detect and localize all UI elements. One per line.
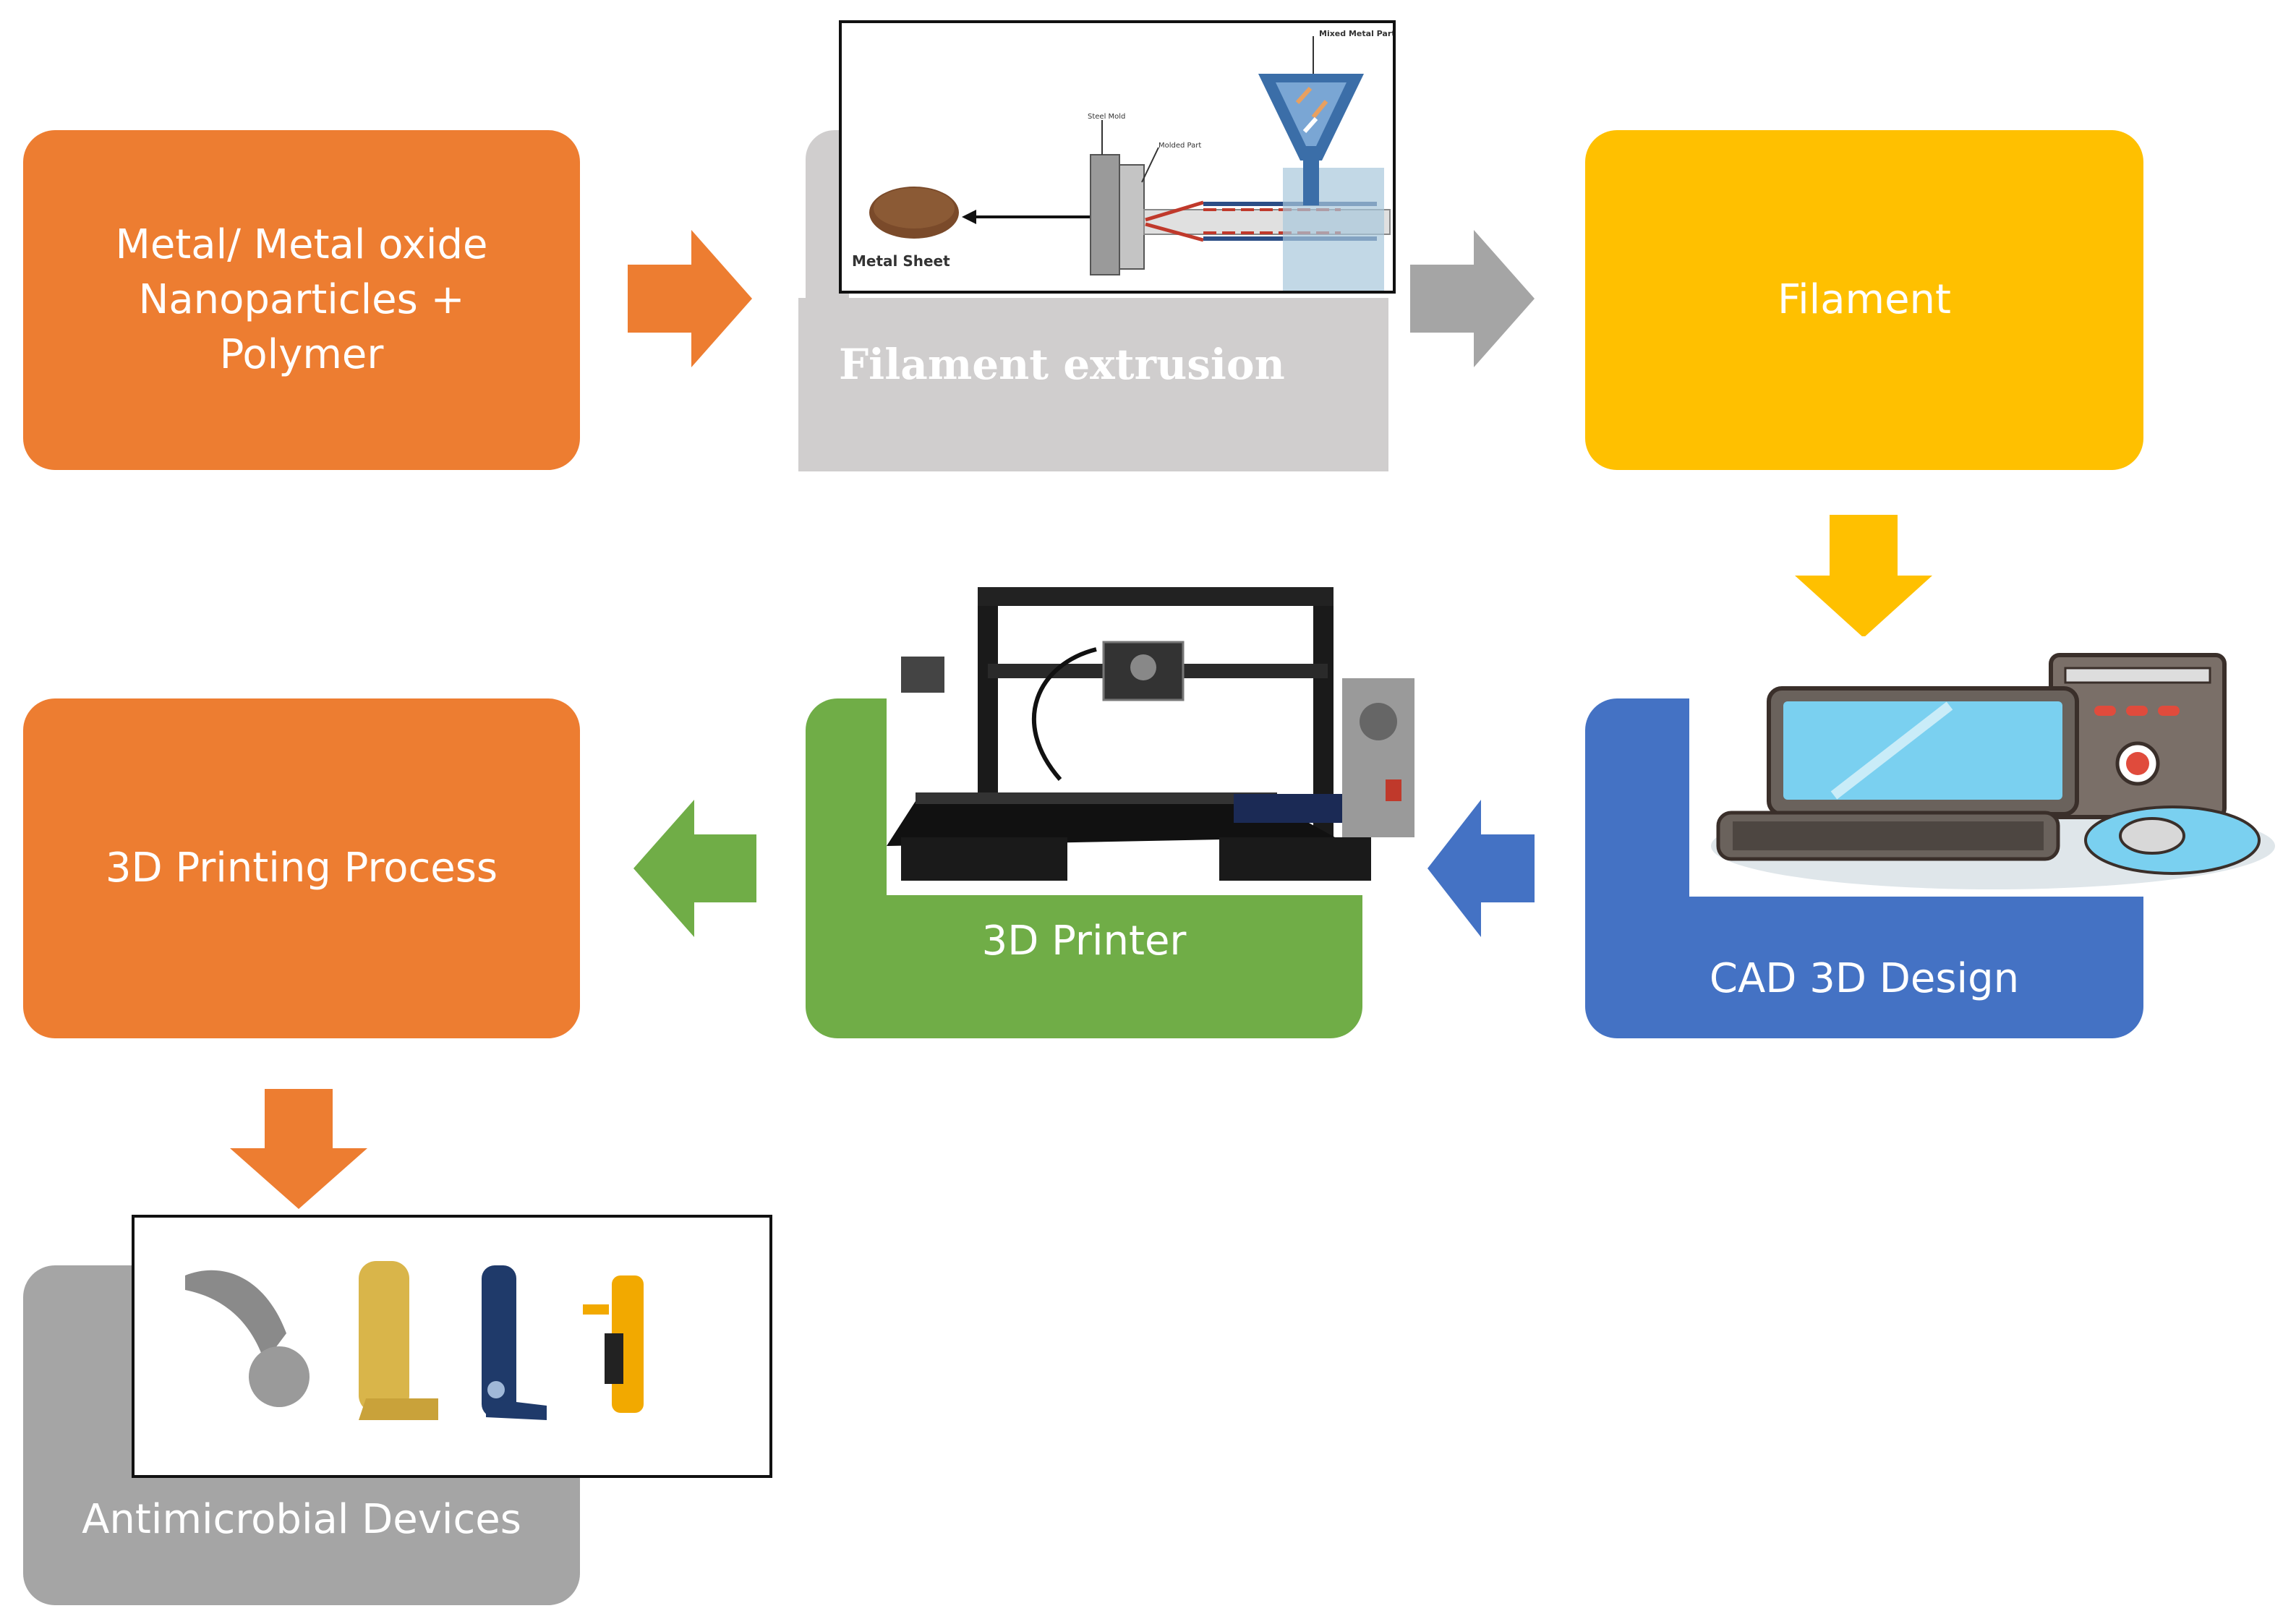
process-box: 3D Printing Process — [23, 698, 580, 1038]
devices-label: Antimicrobial Devices — [82, 1496, 521, 1543]
process-label: 3D Printing Process — [105, 845, 498, 892]
right-arrow-icon — [628, 230, 752, 367]
materials-box: Metal/ Metal oxide Nanoparticles + Polym… — [23, 130, 580, 470]
3d-printer-icon — [887, 587, 1414, 881]
extrusion-label: Filament extrusion — [839, 340, 1285, 389]
part-label: Molded Part — [1158, 142, 1201, 150]
extrusion-backplate — [798, 298, 1388, 471]
printer-label: 3D Printer — [981, 918, 1187, 965]
computer-icon — [1711, 653, 2275, 889]
cad-label: CAD 3D Design — [1709, 955, 2020, 1002]
printer-image — [887, 563, 1429, 895]
sheet-label: Metal Sheet — [852, 252, 950, 270]
down-arrow-icon — [230, 1089, 367, 1209]
steel-label: Steel Mold — [1088, 113, 1125, 121]
right-arrow-icon — [1410, 230, 1535, 367]
left-arrow-icon — [633, 800, 756, 937]
filament-box: Filament — [1585, 130, 2143, 470]
prosthesis-icon — [185, 1261, 644, 1420]
filament-label: Filament — [1777, 276, 1952, 323]
down-arrow-icon — [1795, 515, 1932, 638]
extrusion-machine-icon: Mixed Metal Particles Steel Mold Molded … — [852, 29, 1393, 291]
computer-image — [1689, 636, 2275, 897]
devices-image — [132, 1215, 772, 1478]
materials-label: Metal/ Metal oxide Nanoparticles + Polym… — [115, 221, 488, 378]
extrusion-diagram: Mixed Metal Particles Steel Mold Molded … — [839, 20, 1396, 294]
left-arrow-icon — [1428, 800, 1535, 937]
hopper-label: Mixed Metal Particles — [1319, 29, 1393, 38]
